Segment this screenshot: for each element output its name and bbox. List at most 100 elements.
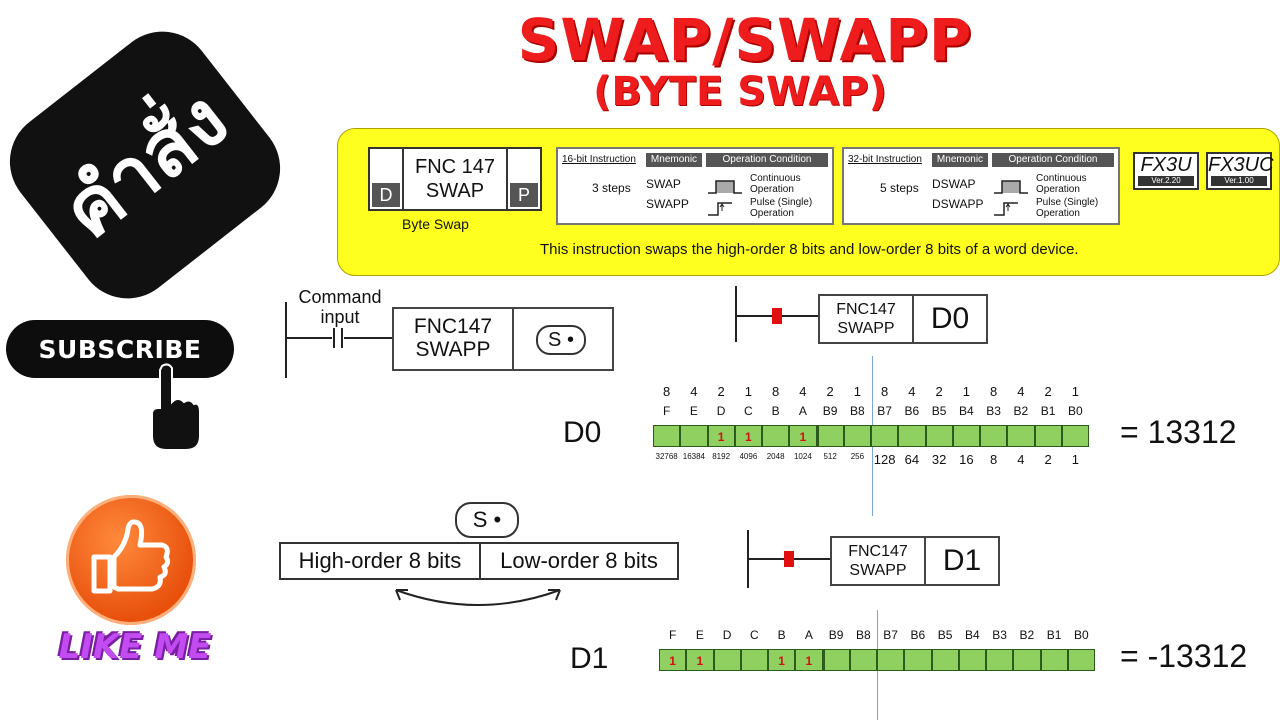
- fx3uc-version: Ver.1.00: [1211, 176, 1267, 186]
- bit-cell: [904, 649, 932, 671]
- bit-cell: [762, 425, 790, 447]
- rung-d1-block: FNC147 SWAPP D1: [830, 536, 1000, 586]
- contact-marker: [784, 551, 794, 567]
- bit-cell: 1: [768, 649, 796, 671]
- bit-name: B8: [850, 404, 865, 418]
- pulse-waveform-icon: [994, 180, 1028, 216]
- rung-d1-fnc: FNC147: [848, 543, 908, 560]
- bit-decimal-weight: 4: [1017, 452, 1025, 467]
- bit-name: B0: [1074, 628, 1089, 642]
- d0-result: = 13312: [1120, 414, 1237, 450]
- bit32-c1a: Continuous: [1036, 173, 1087, 184]
- fnc-name: SWAP: [425, 180, 485, 202]
- bit32-box: 32-bit Instruction Mnemonic Operation Co…: [842, 147, 1120, 225]
- bit-cell: 1: [734, 425, 762, 447]
- bit-cell: [1067, 649, 1095, 671]
- bit-name: D: [716, 404, 726, 418]
- bit32-m1: DSWAP: [932, 177, 976, 191]
- bit16-box: 16-bit Instruction Mnemonic Operation Co…: [556, 147, 834, 225]
- bit16-m1: SWAP: [646, 177, 681, 191]
- fx3u-badge: FX3U Ver.2.20: [1133, 152, 1199, 190]
- pulse-waveform-icon: [708, 180, 742, 216]
- instruction-description: This instruction swaps the high-order 8 …: [540, 241, 1079, 258]
- bit-decimal-weight: 64: [904, 452, 920, 467]
- bit-weight: 2: [826, 384, 834, 399]
- bit-decimal-weight: 2: [1044, 452, 1052, 467]
- rung-d1-device: D1: [942, 544, 982, 577]
- subscribe-button[interactable]: SUBSCRIBE: [6, 320, 234, 378]
- operand-s-label: S: [548, 329, 562, 351]
- bit-name: B6: [904, 404, 920, 418]
- rung-d0-rail: [735, 286, 820, 342]
- bit-cell: [958, 649, 986, 671]
- bit-weight: 1: [962, 384, 970, 399]
- d0-label: D0: [563, 416, 602, 449]
- d1-result: = -13312: [1120, 638, 1248, 674]
- bit-cell: [1034, 425, 1062, 447]
- kamsang-badge: คำสั่ง: [0, 11, 301, 319]
- command-label: Command: [298, 287, 382, 307]
- bit-cell: [871, 425, 899, 447]
- bit-weight: 2: [717, 384, 725, 399]
- bit-decimal-weight: 4096: [739, 452, 758, 461]
- title: SWAP/SWAPP: [517, 6, 973, 74]
- bit-name: B7: [877, 404, 892, 418]
- bit-weight: 8: [990, 384, 998, 399]
- bit-decimal-weight: 128: [873, 452, 896, 467]
- bit-cell: [952, 425, 980, 447]
- bit-name: B8: [856, 628, 871, 642]
- bit16-mnemonic-head: Mnemonic: [646, 153, 702, 167]
- bit-cell: 1: [707, 425, 735, 447]
- bit-name: B7: [883, 628, 898, 642]
- bit-cell: [931, 649, 959, 671]
- like-button[interactable]: [66, 495, 196, 625]
- bit16-head: 16-bit Instruction: [562, 154, 636, 165]
- fnc-number: FNC 147: [414, 156, 496, 178]
- bit-name: A: [804, 628, 813, 642]
- contact-marker: [772, 308, 782, 324]
- bit-cell: [898, 425, 926, 447]
- bit-weight: 1: [1071, 384, 1079, 399]
- bit32-mnemonic-head: Mnemonic: [932, 153, 988, 167]
- bit-weight: 1: [744, 384, 752, 399]
- low-order-bits: Low-order 8 bits: [500, 548, 658, 573]
- bit-cell: [877, 649, 905, 671]
- bit-name: E: [689, 404, 698, 418]
- bit-name: E: [695, 628, 704, 642]
- swapp-fnc: FNC147: [413, 315, 493, 338]
- bit-name: A: [798, 404, 807, 418]
- d1-label: D1: [570, 642, 609, 675]
- bit-weight: 4: [690, 384, 698, 399]
- bit-name: B5: [931, 404, 947, 418]
- byte-bar: High-order 8 bits Low-order 8 bits: [279, 542, 679, 580]
- bit-cell: [1061, 425, 1089, 447]
- bit-decimal-weight: 8192: [712, 452, 731, 461]
- bit-cell: [1013, 649, 1041, 671]
- bit16-c2b: Operation: [750, 208, 794, 219]
- bit-name: F: [668, 628, 677, 642]
- rung-d0-swapp: SWAPP: [837, 320, 895, 337]
- bit-cell: [925, 425, 953, 447]
- swapp-name: SWAPP: [415, 338, 491, 361]
- bit32-c2b: Operation: [1036, 208, 1080, 219]
- bit-cell: [843, 425, 871, 447]
- swap-arrow-icon: [395, 589, 561, 606]
- bit-weight: 4: [799, 384, 807, 399]
- bit-name: B: [771, 404, 780, 418]
- bit-weight: 1: [853, 384, 861, 399]
- bit-weight: 2: [935, 384, 943, 399]
- d-tag: D: [372, 183, 400, 207]
- bit-decimal-weight: 32: [931, 452, 947, 467]
- bit-weight: 4: [1017, 384, 1025, 399]
- bit-cell: [680, 425, 708, 447]
- bit-cell: 1: [795, 649, 823, 671]
- bit-name: B1: [1046, 628, 1062, 642]
- bit-weight: 8: [881, 384, 889, 399]
- subtitle: (BYTE SWAP): [593, 69, 887, 115]
- bit-cell: [653, 425, 681, 447]
- fnc-block: FNC 147 SWAP D P: [368, 147, 542, 211]
- swapp-block: FNC147 SWAPP S •: [392, 307, 614, 371]
